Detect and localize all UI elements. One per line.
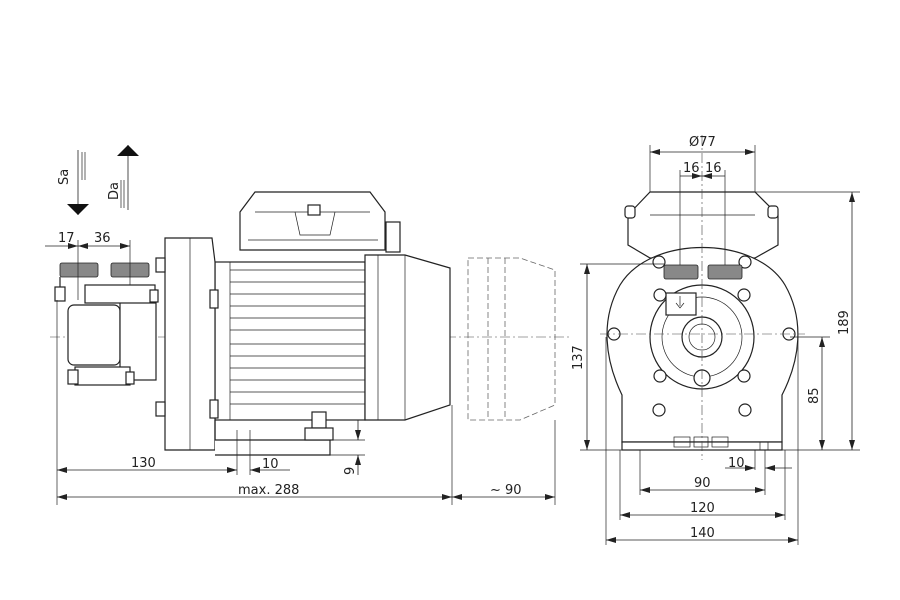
- suction-arrow-icon: [67, 150, 89, 215]
- dim-16-right: 16: [705, 161, 722, 176]
- front-dimensions: [580, 145, 860, 545]
- front-view-pump: [600, 135, 805, 460]
- side-dimensions: [45, 240, 556, 505]
- dim-36: 36: [94, 231, 111, 246]
- dim-9: 9: [343, 467, 358, 475]
- dim-10-front: 10: [728, 456, 745, 471]
- dim-120: 120: [690, 501, 715, 516]
- dim-90: 90: [694, 476, 711, 491]
- dim-189: 189: [837, 310, 852, 335]
- side-view-pump: [50, 191, 570, 456]
- dim-85: 85: [807, 387, 822, 404]
- dim-90-fan: ~ 90: [490, 483, 522, 498]
- dim-10-side: 10: [262, 457, 279, 472]
- dim-137: 137: [571, 345, 586, 370]
- dim-130: 130: [131, 456, 156, 471]
- down-arrow-icon: [675, 296, 685, 309]
- discharge-arrow-icon: [117, 145, 139, 210]
- dim-max-288: max. 288: [238, 483, 299, 498]
- dim-17: 17: [58, 231, 75, 246]
- dim-16-left: 16: [683, 161, 700, 176]
- dim-140: 140: [690, 526, 715, 541]
- dim-diameter-77: Ø77: [689, 135, 716, 150]
- suction-label: Sa: [57, 169, 72, 185]
- discharge-label: Da: [107, 182, 122, 200]
